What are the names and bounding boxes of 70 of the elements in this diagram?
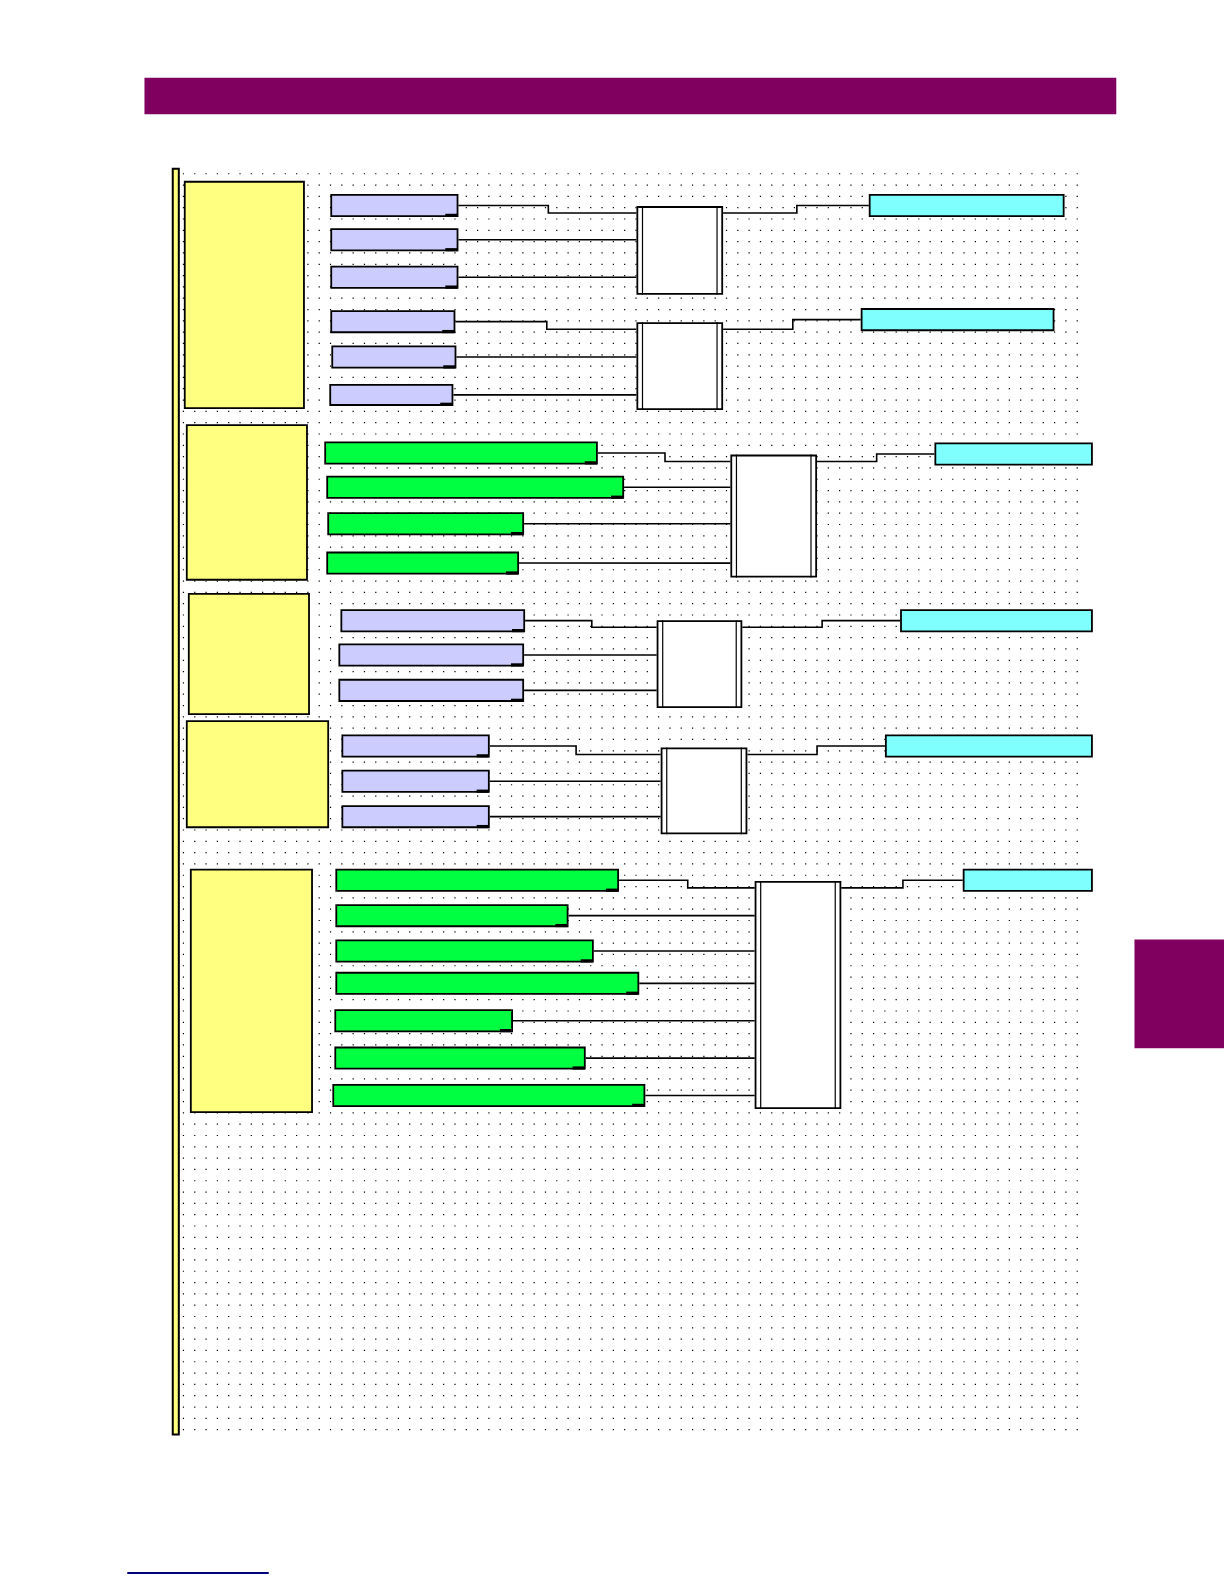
connector: [488, 780, 662, 783]
connector: [816, 453, 936, 463]
connector: [623, 486, 731, 489]
input-bar: [330, 265, 459, 289]
output-bar: [899, 609, 1093, 633]
connector: [722, 204, 870, 214]
input-bar: [341, 769, 490, 793]
logic-gate-box: [636, 321, 723, 411]
input-bar: [341, 734, 490, 758]
output-bar: [962, 868, 1093, 892]
connector: [488, 815, 662, 818]
side-tab: [1134, 939, 1224, 1049]
connector: [523, 654, 658, 656]
input-bar: [330, 310, 456, 334]
input-bar: [332, 1083, 646, 1107]
input-bar: [340, 609, 525, 633]
connector: [722, 318, 862, 331]
connector: [584, 1057, 756, 1059]
connector: [523, 689, 658, 692]
output-bar: [860, 308, 1055, 332]
logic-gate-box: [660, 746, 748, 835]
logic-gate-box: [730, 454, 817, 579]
connector: [592, 950, 756, 952]
connector: [746, 745, 886, 756]
connector: [518, 562, 731, 564]
connector: [618, 879, 756, 889]
note-panel: [185, 720, 329, 829]
note-panel: [183, 180, 305, 409]
connector: [457, 276, 638, 278]
output-bar: [868, 193, 1065, 217]
connector: [457, 204, 638, 214]
connector: [644, 1094, 756, 1097]
connector: [524, 619, 658, 629]
input-bar: [341, 805, 490, 829]
input-bar: [326, 475, 624, 499]
note-panel: [185, 424, 308, 581]
input-bar: [338, 678, 524, 702]
connector: [638, 982, 756, 985]
connector: [488, 745, 662, 756]
input-bar: [338, 643, 524, 667]
connector: [567, 914, 756, 917]
logic-gate-box: [636, 205, 723, 296]
output-bar: [934, 442, 1093, 466]
input-bar: [331, 345, 457, 369]
connector: [455, 356, 638, 358]
connector: [454, 320, 638, 331]
connector: [452, 394, 638, 396]
connector: [523, 522, 731, 525]
input-bar: [335, 939, 594, 963]
input-bar: [335, 904, 569, 928]
input-bar: [334, 1046, 586, 1070]
connector: [741, 619, 901, 629]
connector: [512, 1019, 756, 1022]
input-bar: [329, 383, 454, 406]
note-panel: [189, 868, 313, 1114]
input-bar: [335, 971, 640, 995]
logic-gate-box: [656, 619, 743, 709]
output-bar: [884, 734, 1093, 758]
input-bar: [330, 193, 459, 217]
connector: [596, 452, 731, 463]
input-bar: [330, 228, 459, 252]
input-bar: [326, 551, 519, 575]
input-bar: [335, 868, 619, 892]
logic-gate-box: [754, 880, 842, 1110]
input-bar: [324, 441, 598, 465]
note-panel: [187, 593, 310, 715]
connector: [840, 879, 964, 889]
input-bar: [334, 1009, 513, 1033]
connector: [457, 239, 638, 241]
input-bar: [327, 512, 524, 536]
